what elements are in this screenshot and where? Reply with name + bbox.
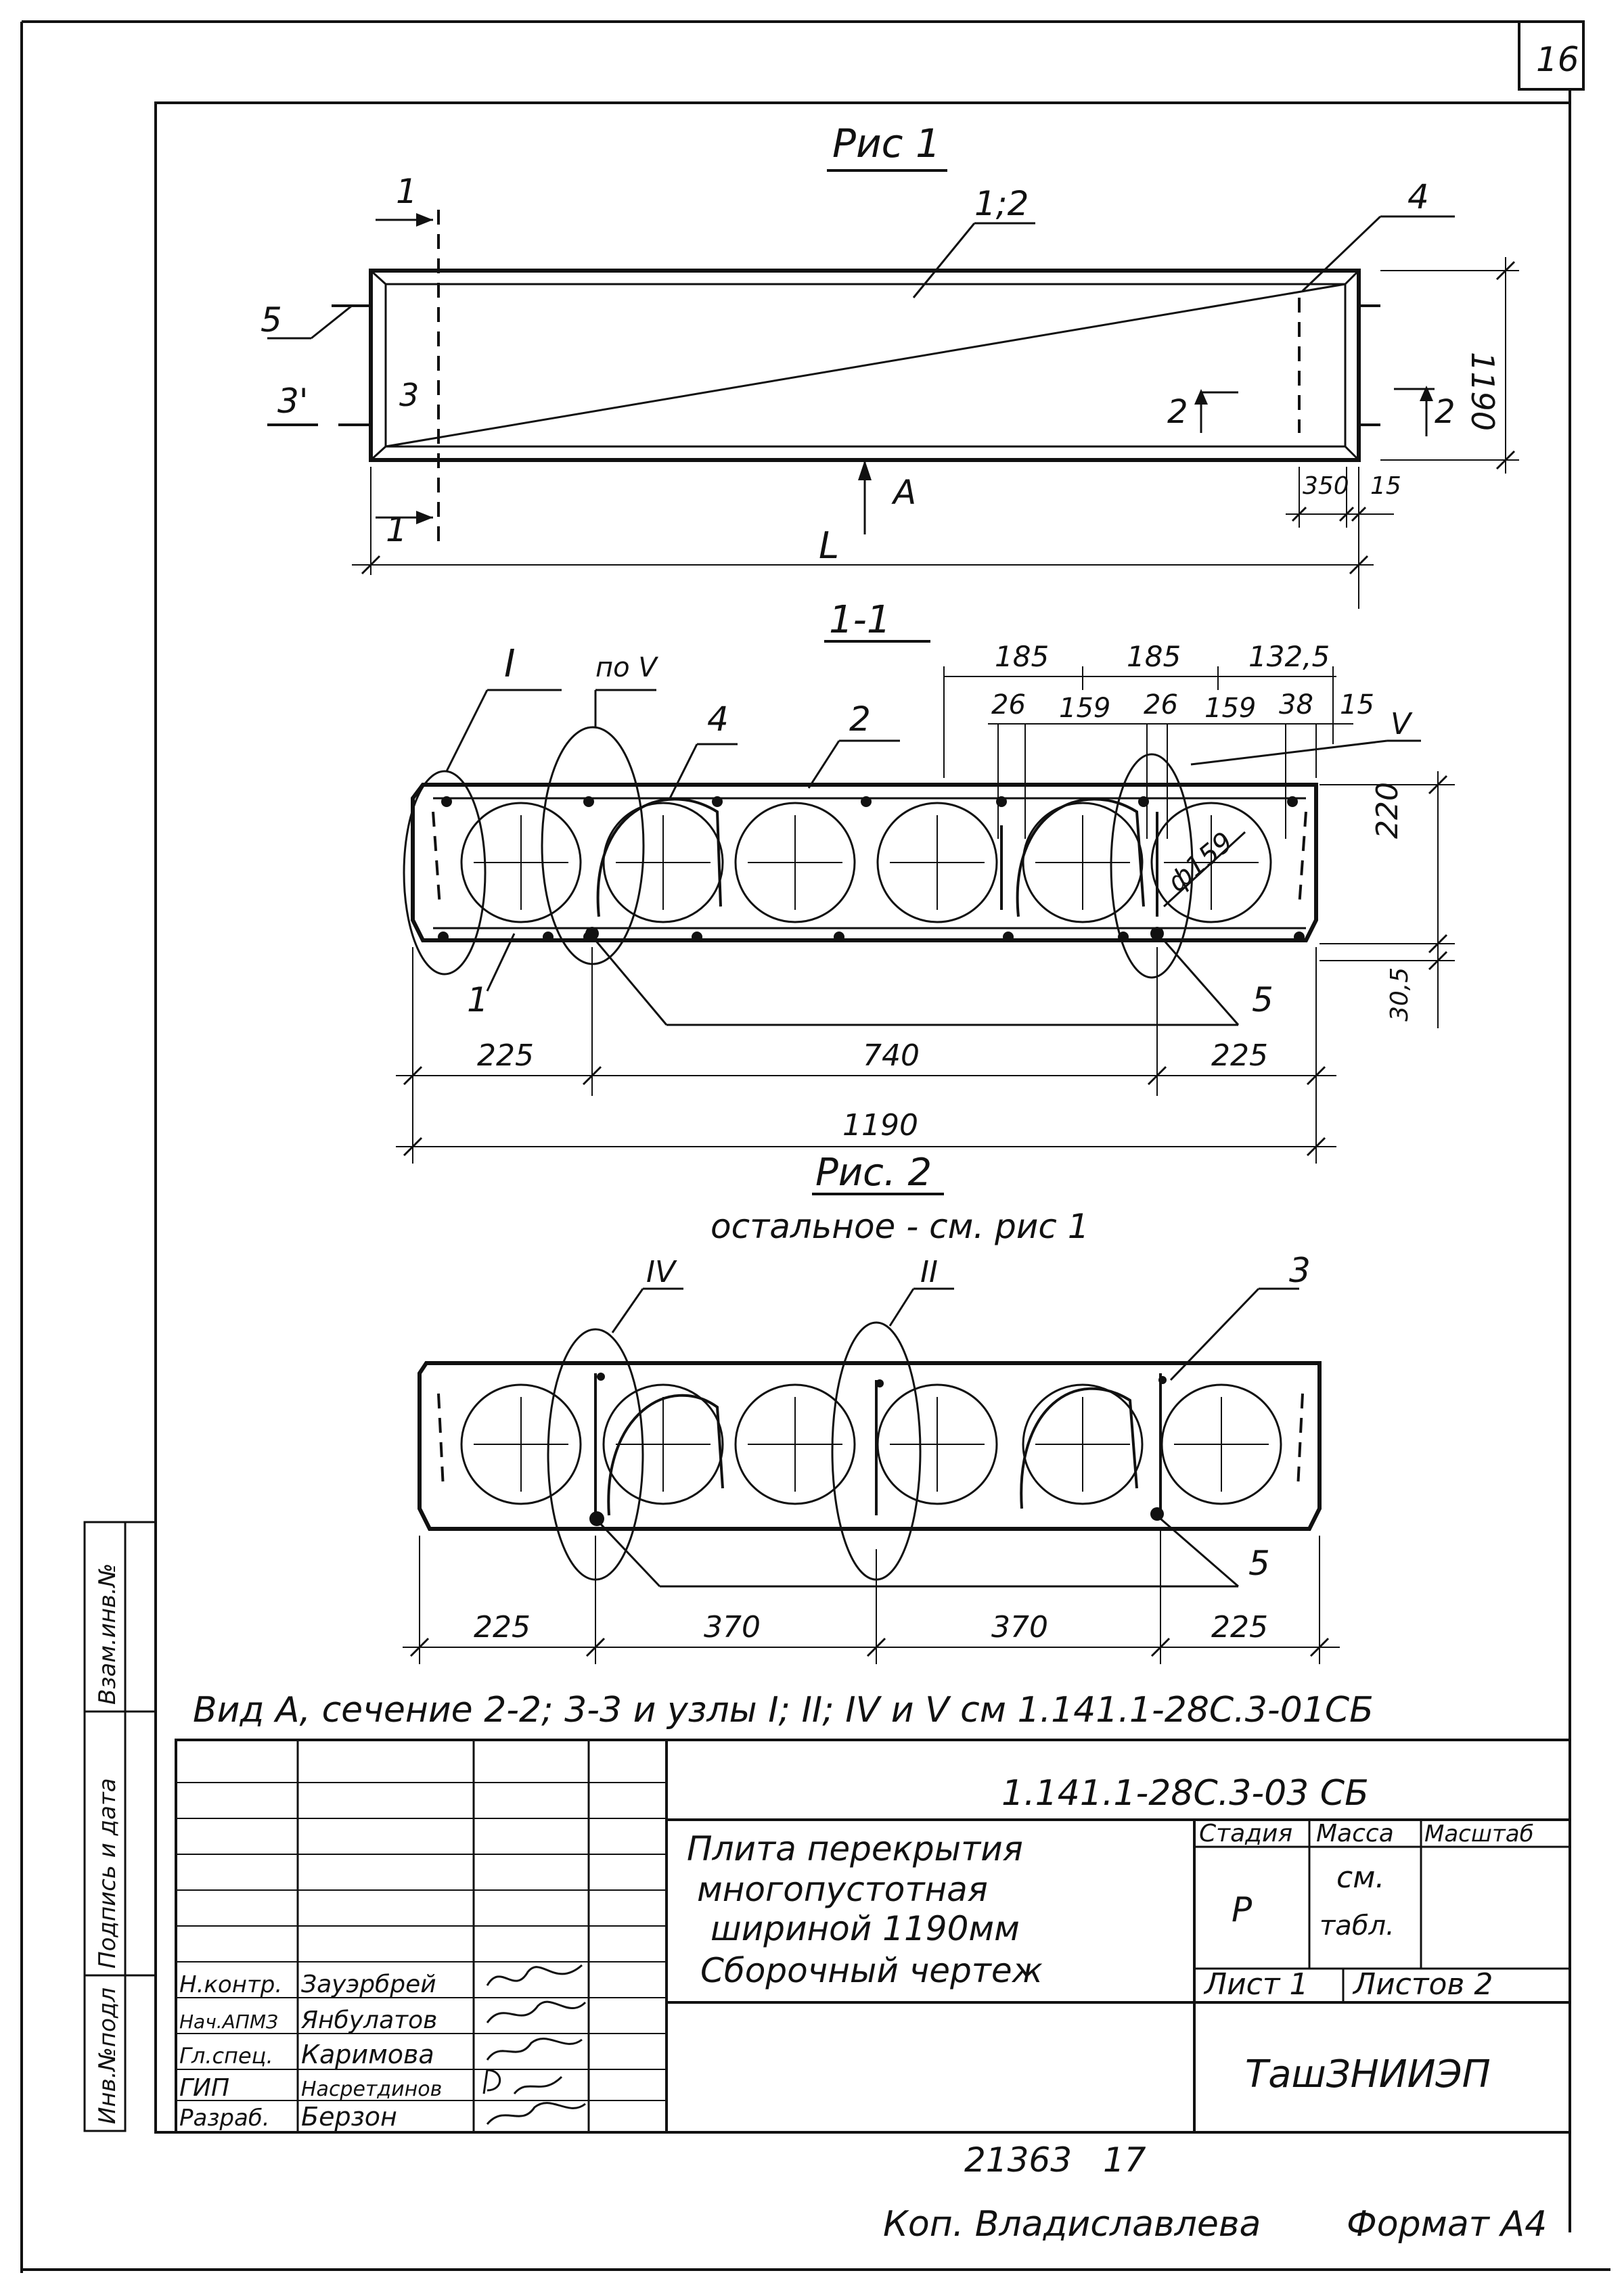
section-dim-185b: 185: [1127, 640, 1181, 673]
reference-note: Вид А, сечение 2-2; 3-3 и узлы I; II; IV…: [193, 1690, 1374, 1730]
title-mass-value-2: табл.: [1320, 1910, 1395, 1942]
section-dim-26b: 26: [1144, 689, 1178, 720]
fig1-dim-15: 15: [1370, 472, 1401, 500]
fig1-label-2-right: 2: [1435, 393, 1456, 431]
voids-section-1-1: [460, 802, 1272, 923]
section-label-2: 2: [849, 699, 871, 739]
fig1-label-a: A: [891, 473, 916, 512]
fig2-label-5: 5: [1248, 1544, 1270, 1583]
section-label-4: 4: [707, 699, 729, 739]
title-mass-value-1: см.: [1336, 1860, 1384, 1895]
side-stamp-vzam-inv: Взам.инв.№: [94, 1563, 121, 1705]
section-dim-1190: 1190: [842, 1108, 918, 1143]
fig1-dim-l: L: [819, 524, 839, 567]
title-stage-value: Р: [1232, 1890, 1253, 1929]
fig2-dim-225b: 225: [1211, 1610, 1268, 1645]
title-sheets-label: Листов 2: [1352, 1967, 1493, 2002]
section-node-i: I: [504, 642, 516, 686]
sig-role-5: Разраб.: [179, 2105, 270, 2132]
section-dim-26a: 26: [991, 689, 1026, 720]
section-dim-132-5: 132,5: [1248, 640, 1330, 673]
fig2-label-3: 3: [1289, 1251, 1311, 1290]
title-stage-header: Стадия: [1199, 1820, 1292, 1847]
fig1-label-3-inner: 3: [399, 377, 419, 413]
fig1-label-4: 4: [1407, 177, 1429, 216]
sig-name-5: Берзон: [301, 2102, 397, 2132]
fig2-subtitle: остальное - см. рис 1: [710, 1207, 1089, 1246]
sig-name-3: Каримова: [301, 2040, 434, 2069]
title-mass-header: Масса: [1316, 1820, 1394, 1847]
title-org: ТашЗНИИЭП: [1245, 2052, 1491, 2096]
section-dim-15: 15: [1340, 689, 1374, 720]
section-dim-220: 220: [1370, 782, 1405, 839]
title-sheet-label: Лист 1: [1203, 1967, 1308, 2002]
section-1-1: [396, 640, 1455, 1164]
sig-role-1: Н.контр.: [179, 1971, 282, 1998]
fig2-dim-370b: 370: [991, 1610, 1048, 1645]
title-name-line-3: шириной 1190мм: [710, 1909, 1020, 1948]
fig1-label-2-left: 2: [1167, 393, 1188, 431]
section-dim-30-5: 30,5: [1386, 967, 1414, 1021]
fig2-dim-225a: 225: [474, 1610, 531, 1645]
section-dim-225a: 225: [477, 1038, 534, 1073]
fig2-node-ii: II: [920, 1255, 938, 1289]
sig-name-1: Зауэрбрей: [301, 1971, 436, 1998]
sig-role-2: Нач.АПМЗ: [179, 2011, 278, 2033]
sig-name-4: Насретдинов: [301, 2077, 442, 2101]
fig2-title: Рис. 2: [815, 1151, 932, 1195]
sig-role-4: ГИП: [179, 2074, 229, 2102]
signature-scribbles: [482, 1964, 587, 2125]
fig2-section: [403, 1193, 1340, 1664]
section-dim-225b: 225: [1211, 1038, 1268, 1073]
fig2-dim-370a: 370: [704, 1610, 761, 1645]
section-label-5: 5: [1252, 980, 1273, 1019]
footer-number: 21363: [964, 2140, 1072, 2180]
side-stamp-inv-podl: Инв.№подл: [94, 1988, 121, 2124]
voids-fig2: [460, 1383, 1282, 1505]
section-dim-38: 38: [1279, 689, 1313, 720]
title-doc-code: 1.141.1-28С.3-03 СБ: [1001, 1773, 1369, 1814]
fig1-label-section-1-top: 1: [396, 172, 418, 211]
title-scale-header: Масштаб: [1424, 1820, 1534, 1847]
footer-copied-by: Коп. Владиславлева: [883, 2204, 1261, 2245]
fig1-label-5: 5: [261, 300, 282, 340]
fig1-title: Рис 1: [832, 120, 941, 166]
sig-name-2: Янбулатов: [300, 2006, 437, 2034]
sig-role-3: Гл.спец.: [179, 2043, 273, 2069]
title-block-lines: [175, 1739, 1571, 2134]
section-node-po-v: по V: [595, 652, 658, 683]
fig1-dim-1190: 1190: [1464, 352, 1501, 431]
fig2-node-iv: IV: [646, 1255, 677, 1289]
section-dim-159a: 159: [1059, 693, 1110, 724]
fig1-plan-view: Рис 1: [267, 120, 1519, 609]
title-name-line-4: Сборочный чертеж: [700, 1951, 1043, 1990]
fig1-label-section-1-bottom: 1: [386, 510, 407, 549]
title-name-line-2: многопустотная: [697, 1870, 988, 1909]
title-name-line-1: Плита перекрытия: [687, 1829, 1023, 1868]
section-dim-740: 740: [863, 1038, 920, 1073]
fig1-label-3-outer: 3': [277, 382, 309, 421]
fig1-label-1-2: 1;2: [974, 184, 1029, 223]
footer-sub: 17: [1103, 2140, 1146, 2180]
side-stamp-podpis: Подпись и дата: [94, 1778, 121, 1969]
sheet-number: 16: [1536, 40, 1579, 79]
footer-format: Формат А4: [1347, 2204, 1547, 2245]
section-dim-185a: 185: [995, 640, 1049, 673]
section-label-v: V: [1391, 707, 1413, 741]
section-dim-159b: 159: [1204, 693, 1256, 724]
section-1-1-title: 1-1: [829, 598, 890, 642]
fig1-dim-350: 350: [1303, 472, 1349, 500]
section-label-1: 1: [467, 980, 489, 1019]
side-stamp: [83, 1521, 156, 2132]
